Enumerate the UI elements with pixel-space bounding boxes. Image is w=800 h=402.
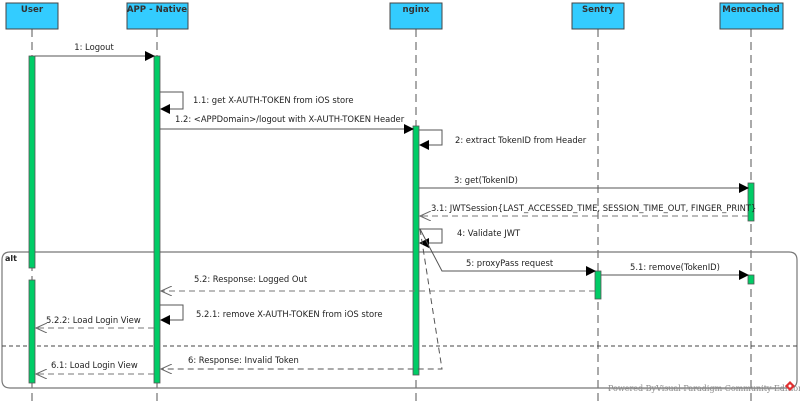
activation-bars [28,55,755,384]
message-5-2-2[interactable]: 5.2.2: Load Login View [36,315,154,328]
message-3-label: 3: get(TokenID) [454,175,518,185]
message-6-1[interactable]: 6.1: Load Login View [36,360,154,374]
message-5-2-1-label: 5.2.1: remove X-AUTH-TOKEN from iOS stor… [196,309,383,319]
message-1-2[interactable]: 1.2: <APPDomain>/logout with X-AUTH-TOKE… [160,114,414,134]
watermark: Powered ByVisual Paradigm Community Edit… [608,381,800,393]
message-3[interactable]: 3: get(TokenID) [419,175,749,193]
lifeline-label-user: User [21,5,44,15]
activation-user-2 [28,279,36,384]
message-3-1[interactable]: 3.1: JWTSession{LAST_ACCESSED_TIME, SESS… [420,203,756,216]
lifeline-header-sentry[interactable]: Sentry [571,2,625,30]
message-1-label: 1: Logout [74,42,114,52]
message-1-1[interactable]: 1.1: get X-AUTH-TOKEN from iOS store [160,91,354,114]
message-6[interactable]: 6: Response: Invalid Token [161,228,443,369]
watermark-text: Powered ByVisual Paradigm Community Edit… [608,384,800,393]
activation-nginx [412,125,420,376]
message-4[interactable]: 4: Validate JWT [419,228,521,248]
message-6-label: 6: Response: Invalid Token [188,355,299,365]
message-6-1-label: 6.1: Load Login View [51,360,138,370]
message-5[interactable]: 5: proxyPass request [419,228,596,276]
messages: 1: Logout 1.1: get X-AUTH-TOKEN from iOS… [35,42,756,374]
lifeline-headers: User APP - Native nginx Sentry Memcached [5,2,784,30]
message-1[interactable]: 1: Logout [35,42,155,61]
message-4-label: 4: Validate JWT [457,228,521,238]
visual-paradigm-logo-icon [785,381,795,391]
activation-user-1 [28,55,36,269]
lifeline-label-memcached: Memcached [722,5,779,15]
message-2[interactable]: 2: extract TokenID from Header [419,129,587,150]
lifeline-header-user[interactable]: User [5,2,59,30]
message-2-label: 2: extract TokenID from Header [455,135,587,145]
message-5-1-label: 5.1: remove(TokenID) [630,262,720,272]
message-5-2-1[interactable]: 5.2.1: remove X-AUTH-TOKEN from iOS stor… [160,304,383,325]
alt-fragment-label: alt [5,254,17,263]
activation-memcached-1 [747,182,755,222]
message-3-1-label: 3.1: JWTSession{LAST_ACCESSED_TIME, SESS… [431,203,756,213]
message-5-2-2-label: 5.2.2: Load Login View [46,315,141,325]
message-5-1[interactable]: 5.1: remove(TokenID) [601,262,749,280]
activation-app [153,55,161,384]
message-5-2[interactable]: 5.2: Response: Logged Out [161,274,595,291]
lifeline-header-memcached[interactable]: Memcached [719,2,784,30]
message-5-2-label: 5.2: Response: Logged Out [194,274,308,284]
message-1-1-label: 1.1: get X-AUTH-TOKEN from iOS store [193,95,354,105]
message-1-2-label: 1.2: <APPDomain>/logout with X-AUTH-TOKE… [175,114,405,124]
lifeline-label-sentry: Sentry [582,5,614,15]
lifeline-label-nginx: nginx [403,5,430,15]
activation-sentry [594,270,602,300]
lifeline-header-app[interactable]: APP - Native [126,2,189,30]
lifeline-label-app: APP - Native [127,5,187,15]
message-5-label: 5: proxyPass request [466,258,554,268]
activation-memcached-2 [747,274,755,285]
lifeline-header-nginx[interactable]: nginx [389,2,443,30]
